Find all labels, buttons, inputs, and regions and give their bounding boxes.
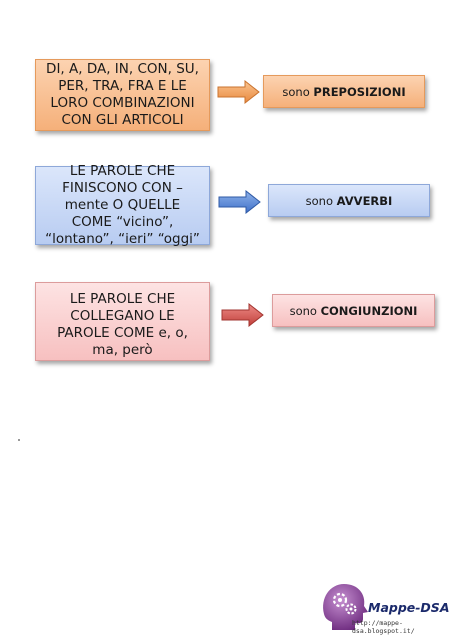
arrow-right-icon	[218, 190, 261, 214]
definition-text: DI, A, DA, IN, CON, SU, PER, TRA, FRA E …	[46, 61, 199, 128]
head-gears-icon	[323, 584, 368, 630]
result-prefix: sono	[289, 303, 317, 318]
result-term: AVVERBI	[336, 193, 393, 208]
result-box-congiunzioni: sono CONGIUNZIONI	[272, 294, 435, 327]
arrow-right-icon	[221, 303, 264, 327]
result-prefix: sono	[305, 193, 333, 208]
result-box-avverbi: sono AVVERBI	[268, 184, 430, 217]
result-box-preposizioni: sono PREPOSIZIONI	[263, 75, 425, 108]
definition-box-congiunzioni: LE PAROLE CHE COLLEGANO LE PAROLE COME e…	[35, 282, 210, 361]
logo-name: Mappe-DSA	[368, 600, 450, 615]
result-prefix: sono	[282, 84, 310, 99]
result-term: CONGIUNZIONI	[320, 303, 418, 318]
result-term: PREPOSIZIONI	[313, 84, 406, 99]
stray-dot	[18, 439, 20, 441]
arrow-right-icon	[217, 80, 260, 104]
logo-url[interactable]: http://mappe-dsa.blogspot.it/	[352, 619, 415, 635]
definition-box-preposizioni: DI, A, DA, IN, CON, SU, PER, TRA, FRA E …	[35, 59, 210, 131]
definition-text: LE PAROLE CHE FINISCONO CON –mente O QUE…	[45, 163, 200, 247]
definition-box-avverbi: LE PAROLE CHE FINISCONO CON –mente O QUE…	[35, 163, 210, 247]
definition-text: LE PAROLE CHE COLLEGANO LE PAROLE COME e…	[57, 291, 188, 358]
